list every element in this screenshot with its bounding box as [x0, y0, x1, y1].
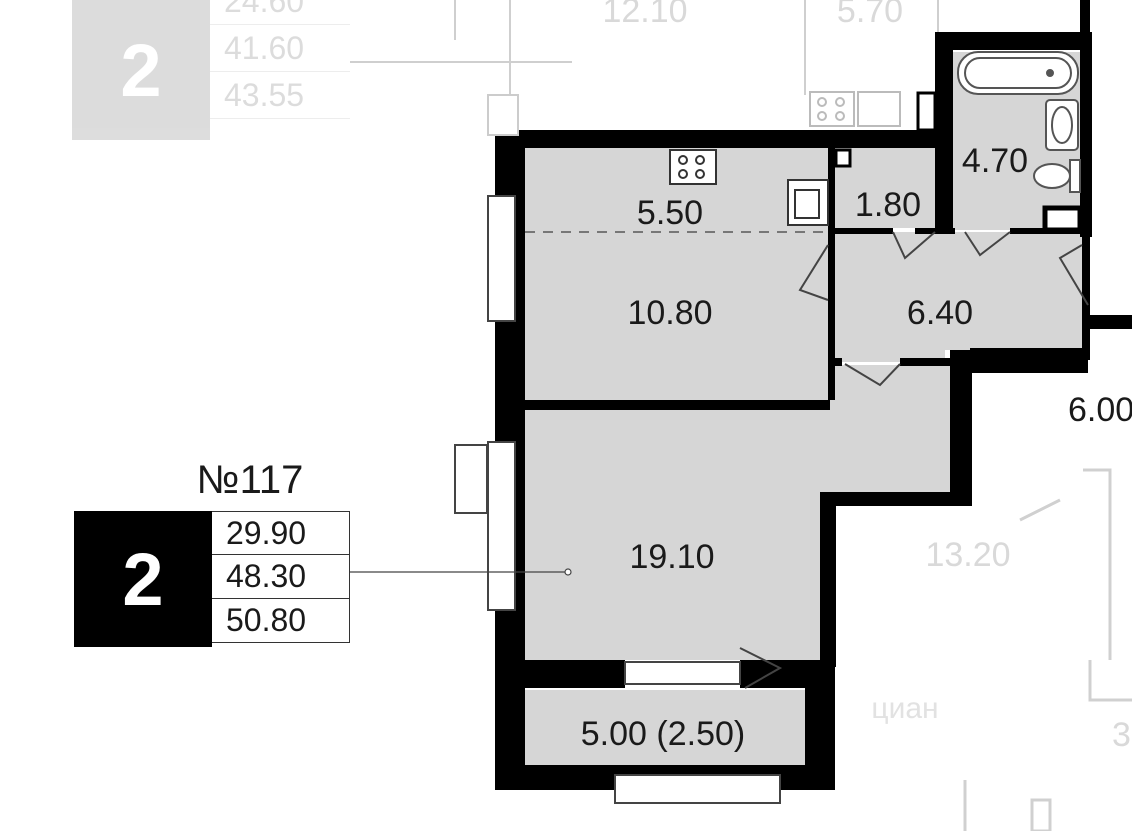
windows: [454, 94, 781, 804]
neighbor-label-right: 6.00: [1068, 391, 1132, 429]
area-with-balcony: 50.80: [212, 599, 350, 643]
upper-apartment-areas: 24.60 41.60 43.55: [210, 0, 350, 119]
bedroom-fill: [525, 365, 950, 660]
apartment-card: №117 2 29.90 48.30 50.80: [74, 455, 350, 649]
doors: [739, 231, 1089, 689]
area-list: 29.90 48.30 50.80: [212, 511, 350, 643]
upper-apartment-rooms: 2: [72, 0, 210, 140]
room-label-kitchen: 5.50: [637, 194, 703, 232]
hallway-fill: [835, 232, 1082, 362]
neighbor-label-upper-mid: 5.70: [837, 0, 903, 30]
room-fills: [525, 52, 1082, 765]
room-label-wc: 1.80: [855, 186, 921, 224]
neighbor-label-right-room: 13.20: [925, 536, 1010, 574]
sink-icon: [787, 179, 829, 226]
upper-area-with-balcony: 43.55: [210, 72, 350, 119]
room-count-badge: 2: [74, 511, 212, 647]
area-living: 29.90: [212, 511, 350, 555]
right-neighbor-outline: [963, 468, 1132, 831]
upper-area-total: 41.60: [210, 25, 350, 72]
area-total: 48.30: [212, 555, 350, 599]
washbasin-icon: [1045, 99, 1079, 151]
stove-icon: [669, 149, 717, 185]
upper-area-living: 24.60: [210, 0, 350, 25]
upper-stove-icon: [809, 91, 901, 127]
room-label-bedroom: 19.10: [629, 538, 714, 576]
room-label-living: 10.80: [627, 294, 712, 332]
leader-dot: [564, 568, 572, 576]
upper-neighbor-outline: [350, 0, 939, 100]
toilet-icon: [1033, 159, 1081, 193]
apartment-number: №117: [196, 458, 304, 502]
balcony-fill: [525, 690, 805, 765]
room-label-balcony: 5.00 (2.50): [581, 715, 745, 753]
kitchen-living-fill: [525, 148, 830, 400]
bathtub-icon: [957, 51, 1079, 95]
partitions: [828, 91, 1083, 400]
room-label-bathroom: 4.70: [962, 142, 1028, 180]
wc-fill: [835, 148, 947, 228]
neighbor-label-right-bottom: 3: [1112, 716, 1131, 754]
room-label-hallway: 6.40: [907, 294, 973, 332]
neighbor-label-upper-left: 12.10: [602, 0, 687, 30]
upper-apartment-card: 2 24.60 41.60 43.55: [72, 0, 350, 140]
watermark: циан: [871, 692, 938, 725]
